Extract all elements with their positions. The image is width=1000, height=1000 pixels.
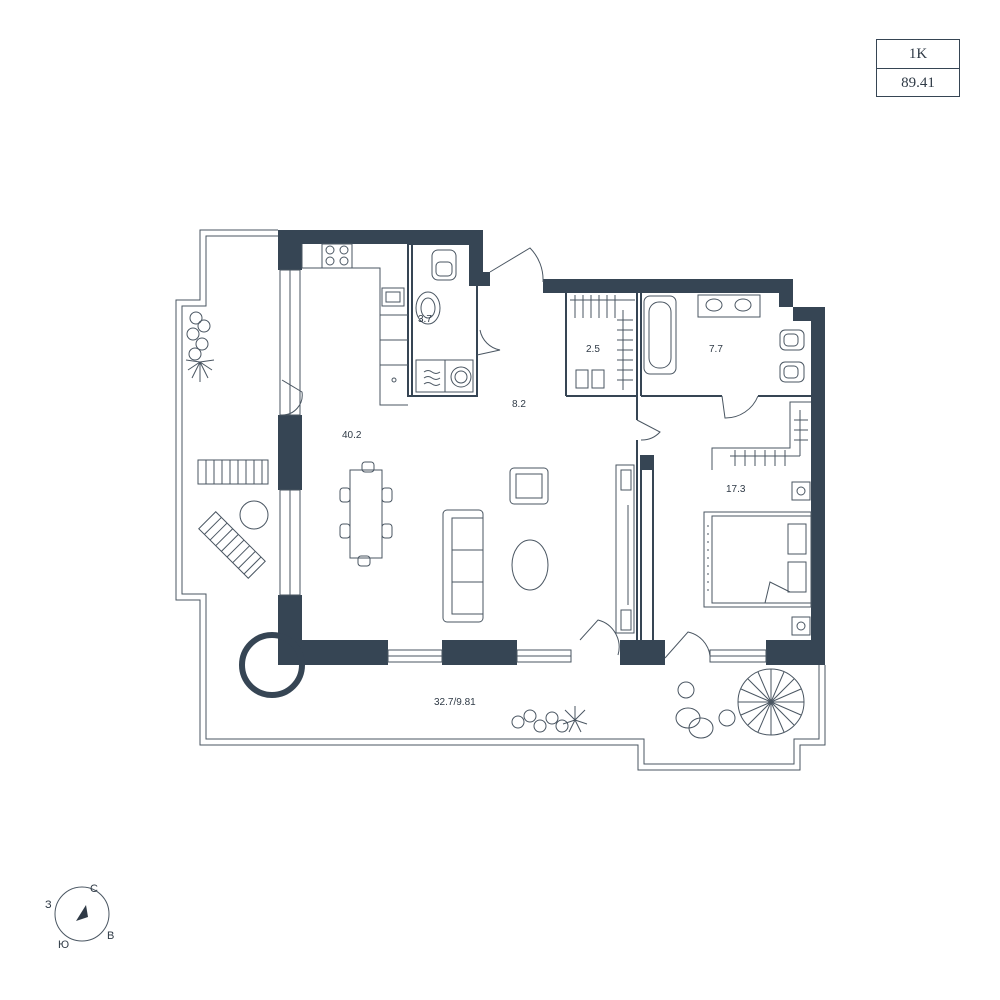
compass: С В Ю З: [45, 883, 114, 951]
room-area-terrace: 32.7/9.81: [434, 697, 476, 708]
kitchen-counter: [301, 243, 408, 406]
bedroom-wardrobe: [711, 401, 811, 470]
exterior-walls: [278, 230, 825, 665]
living-furniture: [339, 461, 635, 634]
terrace-outline: [175, 229, 826, 771]
plant-bottom: [511, 706, 588, 733]
apartment-badge: 1K 89.41: [876, 39, 960, 97]
room-area-living: 40.2: [342, 430, 362, 441]
large-bathroom-fixtures: [643, 294, 805, 383]
room-area-wardrobe: 2.5: [586, 344, 600, 355]
room-area-bedroom: 17.3: [726, 484, 746, 495]
plant-left: [185, 311, 215, 382]
compass-south: Ю: [58, 939, 69, 951]
apartment-total-area: 89.41: [877, 68, 959, 97]
room-area-hall: 8.2: [512, 399, 526, 410]
room-area-bathroom-large: 7.7: [709, 344, 723, 355]
bed: [703, 481, 812, 636]
doors: [281, 247, 759, 659]
room-area-bathroom-small: 3.7: [418, 314, 432, 325]
terrace-furniture: [185, 311, 805, 739]
apartment-type-label: 1K: [908, 46, 928, 62]
compass-west: З: [45, 899, 52, 911]
small-bathroom-fixtures: [415, 249, 474, 393]
compass-north: С: [90, 883, 98, 895]
wardrobe-hangers: [570, 295, 635, 390]
windows: [279, 269, 767, 663]
interior-walls: [407, 243, 811, 640]
compass-arrow-icon: [76, 905, 88, 921]
compass-east: В: [107, 930, 114, 942]
